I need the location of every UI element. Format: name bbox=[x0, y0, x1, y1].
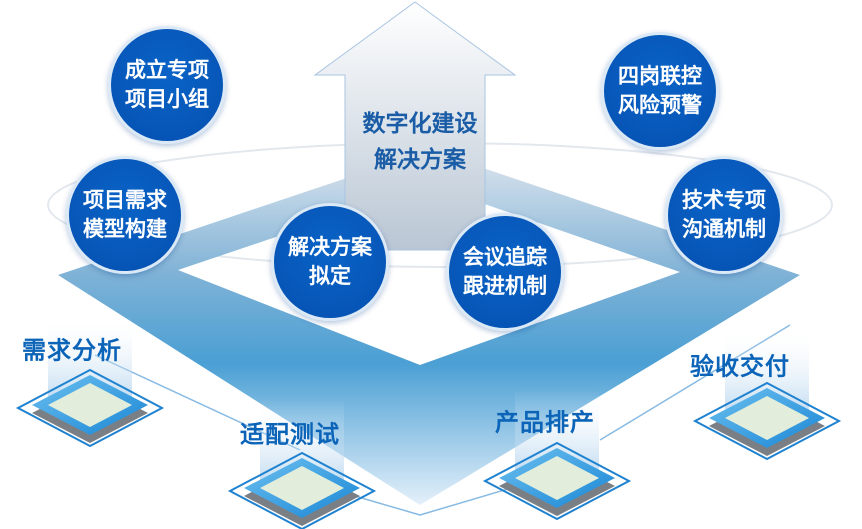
circle-text: 会议追踪 bbox=[463, 245, 547, 269]
platform-3 bbox=[482, 388, 632, 521]
circle-text: 四岗联控 bbox=[618, 64, 702, 88]
circle-text: 成立专项 bbox=[125, 58, 209, 82]
circle-risk-warning: 四岗联控风险预警 bbox=[601, 32, 719, 150]
circle-tech-communication: 技术专项沟通机制 bbox=[665, 156, 783, 274]
circle-meeting-tracking: 会议追踪跟进机制 bbox=[446, 213, 564, 331]
circle-requirement-model: 项目需求模型构建 bbox=[66, 156, 184, 274]
center-title: 数字化建设 解决方案 bbox=[363, 106, 478, 178]
growth-arrow bbox=[313, 1, 517, 251]
circle-text: 模型构建 bbox=[83, 217, 167, 241]
stage-acceptance-delivery: 验收交付 bbox=[690, 352, 790, 381]
circle-project-team: 成立专项项目小组 bbox=[108, 26, 226, 144]
circle-text: 项目小组 bbox=[125, 87, 209, 111]
platform-outline bbox=[227, 451, 377, 529]
circle-text: 拟定 bbox=[309, 264, 351, 288]
stage-requirement-analysis: 需求分析 bbox=[22, 336, 122, 365]
circle-text: 沟通机制 bbox=[682, 217, 766, 241]
platform-surface bbox=[725, 396, 809, 440]
circle-text: 跟进机制 bbox=[463, 274, 547, 298]
center-title-line-1: 数字化建设 bbox=[362, 111, 478, 137]
platform-4 bbox=[692, 328, 842, 461]
platform-1 bbox=[15, 315, 165, 448]
circle-text: 解决方案 bbox=[288, 235, 372, 259]
stage-production-scheduling: 产品排产 bbox=[495, 408, 595, 437]
platform-surface bbox=[48, 383, 132, 427]
platform-2 bbox=[227, 398, 377, 529]
platform-surface bbox=[260, 466, 344, 510]
platform-surface bbox=[515, 456, 599, 500]
circle-text: 项目需求 bbox=[83, 188, 167, 212]
center-title-line-2: 解决方案 bbox=[374, 147, 466, 173]
circle-text: 技术专项 bbox=[682, 188, 766, 212]
platform-outline bbox=[482, 441, 632, 521]
stage-adaptation-testing: 适配测试 bbox=[240, 420, 340, 449]
platform-outline bbox=[692, 381, 842, 461]
platform-outline bbox=[15, 368, 165, 448]
diamond-band bbox=[58, 150, 800, 505]
circle-solution-draft: 解决方案拟定 bbox=[271, 203, 389, 321]
circle-text: 风险预警 bbox=[618, 93, 702, 117]
